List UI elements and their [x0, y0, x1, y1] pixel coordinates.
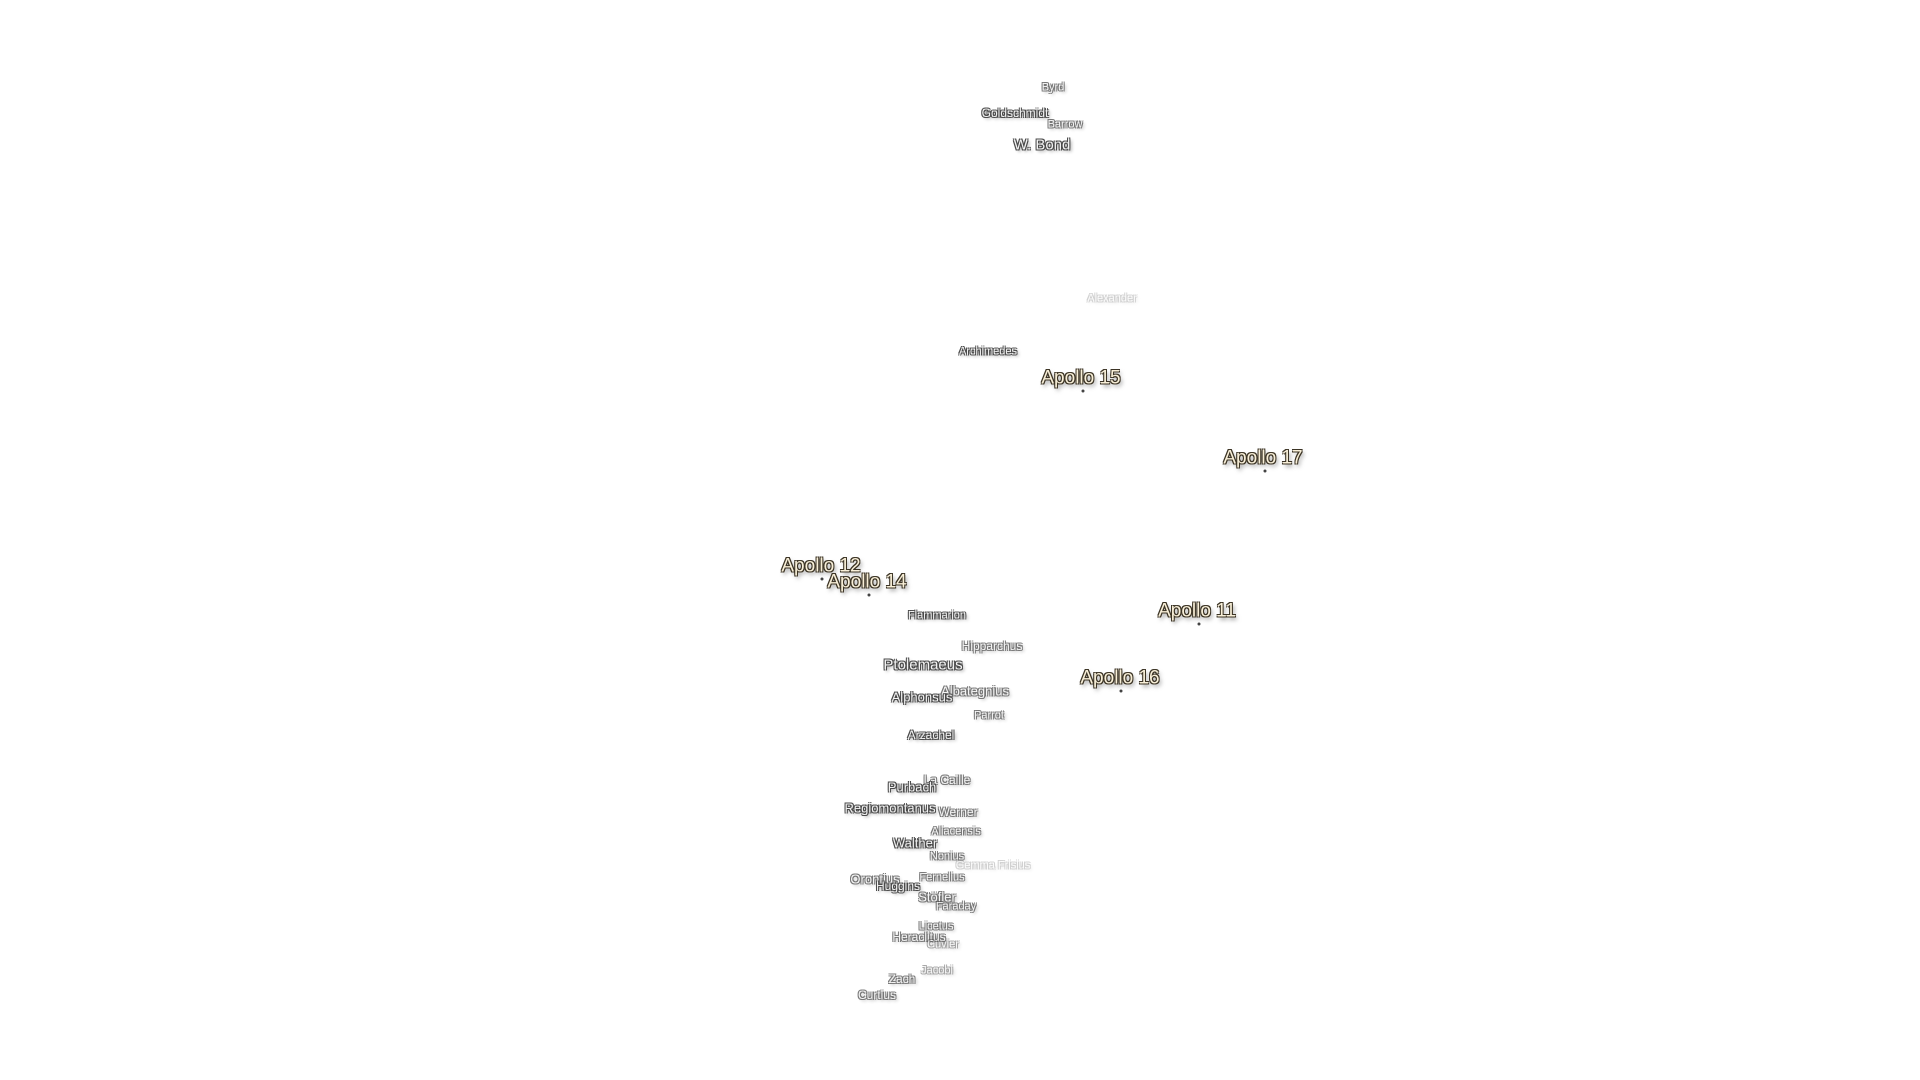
- crater-label-fernelius[interactable]: Fernelius: [919, 871, 965, 884]
- crater-label-hipparchus[interactable]: Hipparchus: [961, 639, 1023, 653]
- crater-label-orontius[interactable]: Orontius: [850, 871, 900, 887]
- crater-label-purbach[interactable]: Purbach: [887, 779, 937, 795]
- crater-label-stofler[interactable]: Stöfler: [918, 889, 956, 905]
- crater-label-jacobi[interactable]: Jacobi: [921, 964, 953, 977]
- crater-label-nonius[interactable]: Nonius: [929, 850, 965, 863]
- landing-site-label-apollo-12[interactable]: Apollo 12: [781, 555, 861, 577]
- landing-site-marker-apollo-14[interactable]: [867, 593, 871, 597]
- crater-label-huggins[interactable]: Huggins: [875, 879, 921, 893]
- crater-label-archimedes[interactable]: Archimedes: [958, 345, 1018, 358]
- crater-label-gemma-frisius[interactable]: Gemma Frisius: [955, 859, 1031, 872]
- crater-label-ptolemaeus[interactable]: Ptolemaeus: [883, 656, 963, 674]
- crater-label-faraday[interactable]: Faraday: [935, 900, 977, 913]
- landing-site-label-apollo-11[interactable]: Apollo 11: [1158, 600, 1236, 622]
- landing-site-label-apollo-16[interactable]: Apollo 16: [1080, 667, 1160, 689]
- crater-label-parrot[interactable]: Parrot: [974, 709, 1004, 722]
- crater-label-barrow[interactable]: Barrow: [1047, 118, 1083, 131]
- crater-label-aliacensis[interactable]: Aliacensis: [931, 825, 981, 838]
- crater-label-werner[interactable]: Werner: [938, 805, 978, 819]
- landing-site-marker-apollo-15[interactable]: [1081, 389, 1085, 393]
- crater-label-regiomontanus[interactable]: Regiomontanus: [844, 800, 936, 816]
- landing-site-marker-apollo-16[interactable]: [1119, 689, 1123, 693]
- landing-site-label-apollo-14[interactable]: Apollo 14: [827, 571, 907, 593]
- landing-site-label-apollo-17[interactable]: Apollo 17: [1223, 447, 1303, 469]
- crater-label-goldschmidt[interactable]: Goldschmidt: [981, 106, 1049, 120]
- crater-label-alphonsus[interactable]: Alphonsus: [891, 689, 953, 705]
- crater-label-walther[interactable]: Walther: [892, 835, 938, 851]
- crater-label-zach[interactable]: Zach: [888, 972, 916, 986]
- landing-site-marker-apollo-12[interactable]: [820, 577, 824, 581]
- crater-label-licetus[interactable]: Licetus: [918, 920, 954, 933]
- crater-label-byrd[interactable]: Byrd: [1041, 81, 1065, 94]
- landing-site-label-apollo-15[interactable]: Apollo 15: [1041, 367, 1121, 389]
- crater-label-cuvier[interactable]: Cuvier: [927, 938, 959, 951]
- crater-label-flammarion[interactable]: Flammarion: [907, 609, 967, 622]
- crater-label-arzachel[interactable]: Arzachel: [907, 728, 955, 742]
- crater-label-heraclitus[interactable]: Heraclitus: [892, 930, 946, 944]
- crater-label-alexander[interactable]: Alexander: [1087, 292, 1137, 305]
- crater-label-la-caille[interactable]: La Caille: [923, 773, 971, 787]
- crater-label-w-bond[interactable]: W. Bond: [1013, 136, 1071, 154]
- crater-label-albategnius[interactable]: Albategnius: [941, 683, 1009, 699]
- landing-site-marker-apollo-11[interactable]: [1197, 622, 1201, 626]
- landing-site-marker-apollo-17[interactable]: [1263, 469, 1267, 473]
- crater-label-curtius[interactable]: Curtius: [857, 988, 897, 1002]
